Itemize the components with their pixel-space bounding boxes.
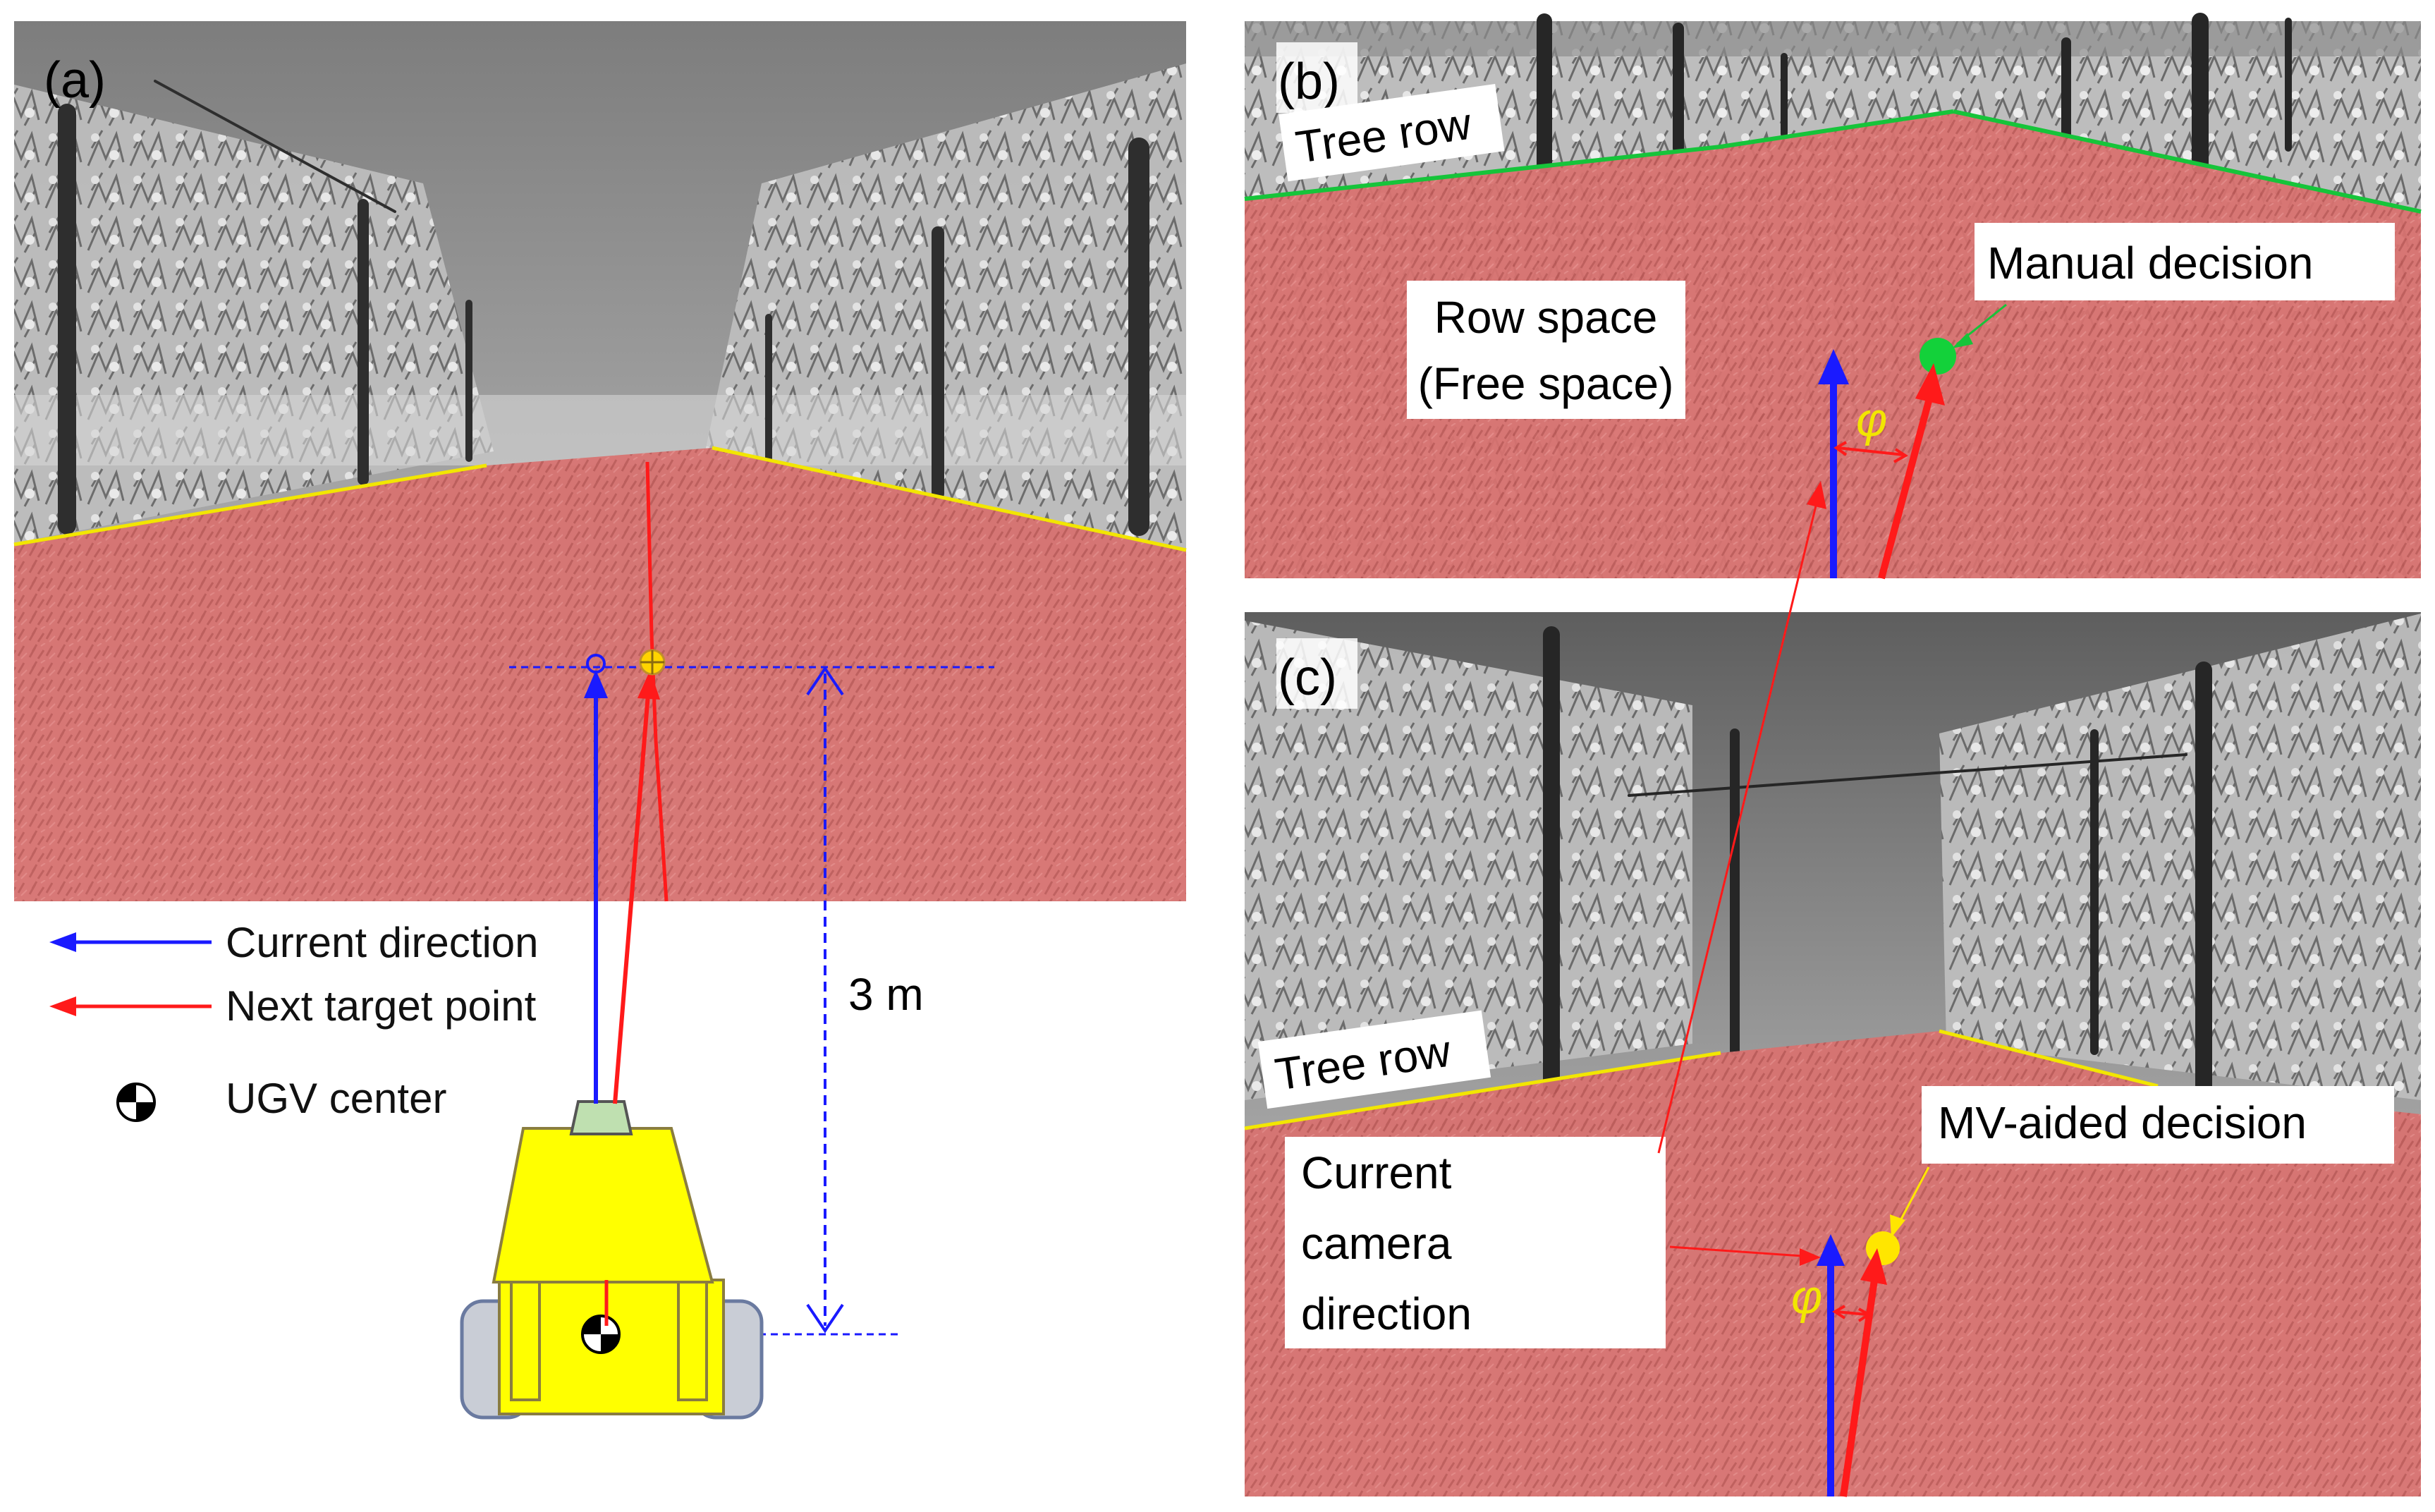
panel-c: (c) Tree row Current camera direction MV…: [1244, 612, 2421, 1497]
connector-camera-to-panel-b-head: [1807, 481, 1826, 509]
panel-c-tag-box: [1276, 638, 1357, 709]
panel-b-decision-arrowhead: [1915, 363, 1945, 406]
panel-c-angle-arrowhead-left: [1832, 1305, 1846, 1319]
panel-a-next-target-arrow: [613, 685, 651, 1104]
legend-label-ugv-center: UGV center: [226, 1075, 446, 1122]
red-arrow-icon: [49, 996, 76, 1016]
panel-b-tag: (b): [1278, 54, 1340, 110]
panel-a-target-point-icon: [639, 649, 666, 676]
panel-b-manual-decision-label: Manual decision: [1975, 223, 2395, 300]
legend-label-current-direction: Current direction: [226, 919, 539, 966]
panel-b-angle-symbol: φ: [1856, 393, 1887, 446]
panel-a-tag: (a): [44, 52, 106, 109]
panel-b-left-edge: [1244, 109, 1954, 201]
panel-c-mv-pointer-head: [1890, 1214, 1905, 1238]
panel-b: (b) Tree row Row space (Free space) Manu…: [1244, 13, 2422, 580]
legend-item-ugv-center: UGV center: [116, 1075, 446, 1122]
panel-b-row-space-line2: (Free space): [1418, 358, 1674, 409]
panel-c-mv-decision-label: MV-aided decision: [1922, 1086, 2394, 1164]
connector-camera-to-panel-b: [1657, 496, 1819, 1154]
panel-c-tag: (c): [1278, 650, 1337, 706]
panel-a-next-target-arrowhead: [637, 670, 660, 700]
panel-b-row-space-line1: Row space: [1434, 292, 1658, 343]
panel-b-tag-box: [1276, 42, 1357, 113]
panel-b-angle-arrowhead-right: [1893, 448, 1908, 463]
panel-a-free-space: [14, 448, 1186, 901]
center-of-mass-icon: [116, 1083, 156, 1122]
panel-c-camera-pointer-head: [1800, 1248, 1821, 1266]
legend-label-next-target-point: Next target point: [226, 982, 537, 1030]
panel-c-camera-direction-label: Current camera direction: [1285, 1137, 1666, 1348]
panel-c-camera-pointer: [1669, 1245, 1813, 1258]
panel-b-current-direction-arrowhead: [1818, 349, 1849, 384]
panel-a-dimension-arrowhead-bottom: [806, 1303, 844, 1334]
panel-c-mv-decision-text: MV-aided decision: [1938, 1097, 2307, 1148]
panel-c-right-edge: [1939, 1029, 2159, 1088]
panel-a-right-edge: [712, 446, 1187, 552]
ugv-center-icon: [581, 1315, 621, 1354]
ugv-icon: [460, 1100, 764, 1420]
panel-c-decision-arrow: [1840, 1279, 1878, 1497]
panel-a-legend: Current direction Next target point UGV …: [49, 919, 539, 1122]
panel-b-decision-arrow: [1878, 397, 1933, 580]
panel-c-camera-line3: direction: [1301, 1288, 1472, 1339]
blue-arrow-icon: [49, 932, 76, 952]
panel-a-left-edge: [13, 463, 487, 547]
panel-a-dimension-arrowhead-top: [806, 666, 844, 696]
panel-b-right-edge: [1953, 109, 2422, 214]
panel-c-angle-symbol: φ: [1791, 1270, 1822, 1324]
panel-a-dimension-label: 3 m: [848, 969, 924, 1020]
panel-c-mv-pointer: [1896, 1166, 1930, 1228]
panel-a: (a) 3 m: [13, 21, 1187, 1420]
panel-c-camera-line1: Current: [1301, 1147, 1452, 1198]
panel-b-manual-decision-text: Manual decision: [1987, 238, 2314, 288]
panel-b-angle-arrowhead-left: [1833, 441, 1848, 456]
panel-b-angle-arc: [1837, 446, 1905, 456]
panel-c-angle-arrowhead-right: [1857, 1307, 1872, 1322]
panel-b-row-space-label: Row space (Free space): [1407, 281, 1685, 419]
panel-c-current-direction-arrowhead: [1817, 1234, 1845, 1266]
panel-a-current-direction-arrowhead: [584, 670, 608, 698]
panel-a-current-point-icon: [586, 654, 606, 673]
panel-b-manual-pointer-head: [1952, 333, 1973, 348]
panel-b-manual-decision-point: [1920, 338, 1956, 374]
legend-item-next-target-point: Next target point: [49, 982, 537, 1030]
panel-c-angle-arc: [1836, 1310, 1868, 1316]
panel-c-decision-arrowhead: [1860, 1248, 1887, 1285]
panel-c-camera-line2: camera: [1301, 1218, 1452, 1269]
panel-a-photo: [13, 21, 1187, 901]
legend-item-current-direction: Current direction: [49, 919, 539, 966]
panel-c-left-edge: [1244, 1051, 1721, 1130]
